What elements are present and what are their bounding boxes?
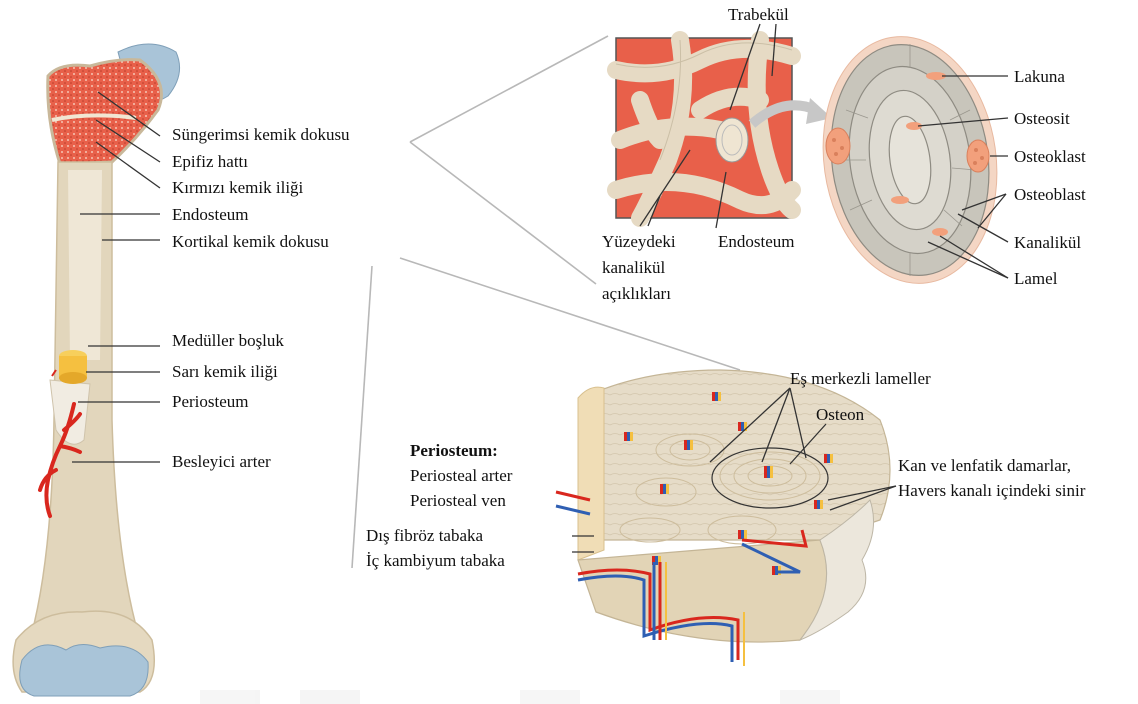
label-red-marrow: Kırmızı kemik iliği: [172, 178, 304, 197]
trabecula-cross-section: [808, 25, 1013, 295]
label-endosteum: Endosteum: [172, 205, 249, 224]
label-nutrient-artery: Besleyici arter: [172, 452, 271, 471]
spongy-bone-detail: [616, 38, 832, 218]
medullary-cavity: [68, 170, 102, 360]
label-compact-bone: Kortikal kemik dokusu: [172, 232, 329, 251]
label-osteocyte: Osteosit: [1014, 109, 1070, 128]
label-periosteum: Periosteum: [172, 392, 249, 411]
label-concentric-lamellae: Eş merkezli lameller: [790, 369, 931, 388]
label-periosteum-title: Periosteum:: [410, 441, 498, 460]
label-osteoblast: Osteoblast: [1014, 185, 1086, 204]
label-trabecula: Trabekül: [728, 5, 789, 24]
osteoclast-right: [967, 140, 989, 172]
label-canaliculi-2: kanalikül: [602, 258, 666, 277]
label-canaliculi-1: Yüzeydeki: [602, 232, 676, 251]
label-inner-cambium-layer: İç kambiyum tabaka: [366, 551, 505, 570]
label-canaliculus: Kanalikül: [1014, 233, 1081, 252]
label-canaliculi-3: açıklıkları: [602, 284, 671, 303]
label-lacuna: Lakuna: [1014, 67, 1065, 86]
articular-cartilage-bottom: [20, 644, 148, 696]
label-osteon: Osteon: [816, 405, 865, 424]
watermark: [200, 690, 840, 704]
label-lamella: Lamel: [1014, 269, 1058, 288]
label-outer-fibrous-layer: Dış fibröz tabaka: [366, 526, 484, 545]
label-yellow-marrow: Sarı kemik iliği: [172, 362, 278, 381]
periosteum-layer: [578, 387, 604, 560]
label-vessels-2: Havers kanalı içindeki sinir: [898, 481, 1086, 500]
label-epiphyseal-line: Epifiz hattı: [172, 152, 248, 171]
label-spongy-bone: Süngerimsi kemik dokusu: [172, 125, 350, 144]
compact-front-face: [578, 540, 827, 642]
label-spongy-endosteum: Endosteum: [718, 232, 795, 251]
label-osteoclast: Osteoklast: [1014, 147, 1086, 166]
label-periosteal-vein: Periosteal ven: [410, 491, 506, 510]
label-vessels-1: Kan ve lenfatik damarlar,: [898, 456, 1071, 475]
label-medullary-cavity: Medüller boşluk: [172, 331, 284, 350]
label-periosteal-artery: Periosteal arter: [410, 466, 513, 485]
osteoclast-left: [826, 128, 850, 164]
compact-top-face: [596, 370, 890, 540]
